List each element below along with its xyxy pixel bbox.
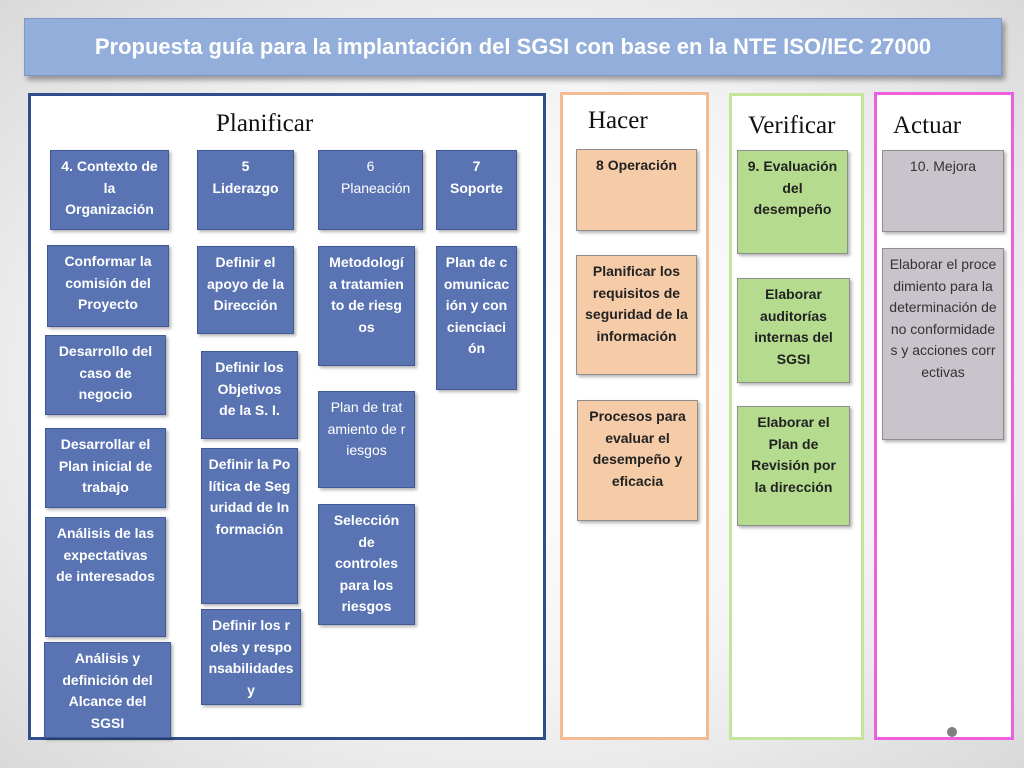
header-planeacion: 6 Planeación <box>318 150 423 230</box>
planificar-title: Planificar <box>216 110 314 137</box>
list-item: Desarrollo del caso de negocio <box>45 335 166 415</box>
list-item: Plan de comunicación y concienciación <box>436 246 517 390</box>
header-evaluacion: 9. Evaluación del desempeño <box>737 150 848 254</box>
list-item: Plan de tratamiento de riesgos <box>318 391 415 488</box>
list-item: Elaborar el procedimiento para la determ… <box>882 248 1004 440</box>
list-item: Elaborar el Plan de Revisión por la dire… <box>737 406 850 526</box>
list-item: Metodología tratamiento de riesgos <box>318 246 415 366</box>
header-contexto: 4. Contexto de la Organización <box>50 150 169 230</box>
slide-dot-decoration <box>947 727 957 737</box>
list-item: Definir los Objetivos de la S. I. <box>201 351 298 439</box>
header-operacion: 8 Operación <box>576 149 697 231</box>
page-title-text: Propuesta guía para la implantación del … <box>94 34 932 59</box>
list-item: Definir los roles y responsabilidades y <box>201 609 301 705</box>
list-item: Selección de controles para los riesgos <box>318 504 415 625</box>
header-soporte: 7 Soporte <box>436 150 517 230</box>
list-item: Desarrollar el Plan inicial de trabajo <box>45 428 166 508</box>
list-item: Procesos para evaluar el desempeño y efi… <box>577 400 698 521</box>
list-item: Análisis de las expectativas de interesa… <box>45 517 166 637</box>
list-item: Definir el apoyo de la Dirección <box>197 246 294 334</box>
list-item: Planificar los requisitos de seguridad d… <box>576 255 697 375</box>
list-item: Análisis y definición del Alcance del SG… <box>44 642 171 738</box>
actuar-title: Actuar <box>893 112 962 139</box>
list-item: Conformar la comisión del Proyecto <box>47 245 169 327</box>
list-item: Definir la Política de Seguridad de Info… <box>201 448 298 604</box>
header-liderazgo: 5 Liderazgo <box>197 150 294 230</box>
hacer-title: Hacer <box>588 107 648 134</box>
header-mejora: 10. Mejora <box>882 150 1004 232</box>
verificar-title: Verificar <box>748 112 836 139</box>
page-title: Propuesta guía para la implantación del … <box>24 18 1002 76</box>
list-item: Elaborar auditorías internas del SGSI <box>737 278 850 383</box>
